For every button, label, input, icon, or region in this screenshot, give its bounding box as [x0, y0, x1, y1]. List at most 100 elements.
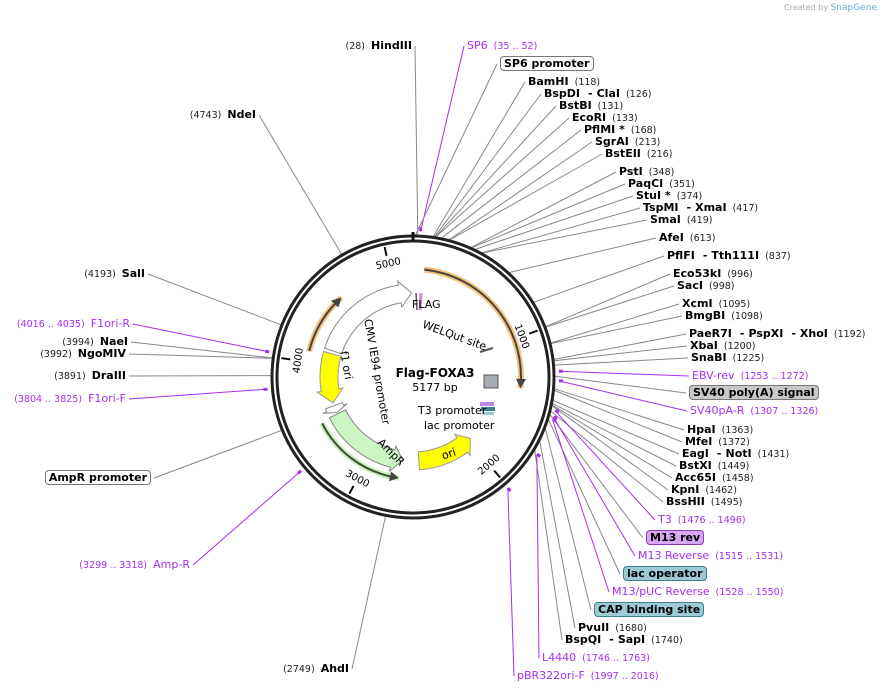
- feature-ampr[interactable]: [328, 409, 404, 473]
- enzyme-name: Acc65I: [675, 471, 716, 484]
- feature-ori[interactable]: [417, 433, 471, 471]
- tick-label: 4000: [291, 347, 305, 374]
- enzyme-site-label[interactable]: (28)HindIII: [340, 40, 412, 53]
- primer-label[interactable]: EBV-rev(1253 .. 1272): [692, 370, 814, 383]
- enzyme-site-label[interactable]: (3891)DraIII: [48, 370, 126, 383]
- feature-arc[interactable]: [308, 301, 337, 352]
- enzyme-site-label[interactable]: HpaI(1363): [687, 424, 759, 437]
- leader-line: [153, 429, 282, 479]
- enzyme-site-label[interactable]: PaeR7I-PspXI-XhoI(1192): [689, 328, 871, 341]
- separator: -: [716, 447, 722, 460]
- leader-line: [441, 129, 582, 239]
- primer-label[interactable]: (4016 .. 4035)F1ori-R: [11, 318, 130, 331]
- feature-arc[interactable]: [424, 268, 522, 381]
- site-location: (216): [646, 149, 673, 160]
- feature-label[interactable]: M13 rev: [646, 530, 705, 545]
- leader-line: [258, 114, 343, 255]
- feature-label-flag[interactable]: FLAG: [412, 298, 441, 311]
- features: [306, 266, 526, 482]
- enzyme-site-label[interactable]: MfeI(1372): [685, 436, 756, 449]
- enzyme-site-label[interactable]: BamHI(118): [528, 76, 606, 89]
- site-location: (1528 .. 1550): [715, 587, 784, 598]
- leader-line: [128, 388, 268, 400]
- separator: -: [609, 633, 614, 646]
- feature-arc[interactable]: [321, 422, 393, 478]
- enzyme-site-label[interactable]: (2749)AhdI: [277, 663, 349, 676]
- primer-label[interactable]: SV40pA-R(1307 .. 1326): [690, 405, 824, 418]
- leader-line: [554, 357, 689, 366]
- feature-small[interactable]: [479, 347, 494, 353]
- feature-label[interactable]: SP6 promoter: [500, 56, 594, 71]
- feature-cmv-promoter[interactable]: [323, 279, 413, 355]
- enzyme-site-label[interactable]: PvuII(1680): [578, 622, 653, 635]
- enzyme-site-label[interactable]: XcmI(1095): [682, 298, 756, 311]
- enzyme-site-label[interactable]: (3992)NgoMIV: [34, 348, 126, 361]
- feature-f1-ori[interactable]: [315, 350, 344, 404]
- enzyme-site-label[interactable]: (4193)SalI: [78, 268, 145, 281]
- feature-welqut[interactable]: [418, 292, 423, 311]
- site-location: (998): [708, 281, 735, 292]
- enzyme-site-label[interactable]: KpnI(1462): [671, 484, 743, 497]
- enzyme-site-label[interactable]: (3994)NaeI: [56, 336, 128, 349]
- enzyme-site-label[interactable]: PflFI-Tth111I(837): [667, 250, 797, 263]
- enzyme-site-label[interactable]: (4743)NdeI: [184, 109, 256, 122]
- enzyme-site-label[interactable]: StuI *(374): [636, 190, 708, 203]
- enzyme-site-label[interactable]: SacI(998): [677, 280, 741, 293]
- primer-label[interactable]: (3804 .. 3825)F1ori-F: [8, 393, 126, 406]
- tick-label: 2000: [476, 453, 502, 478]
- enzyme-site-label[interactable]: BstBI(131): [559, 100, 629, 113]
- feature-cap-site[interactable]: [482, 412, 494, 415]
- feature-m13-rev[interactable]: [480, 402, 494, 406]
- enzyme-site-label[interactable]: BmgBI(1098): [685, 310, 769, 323]
- enzyme-site-label[interactable]: EcoRI(133): [572, 112, 644, 125]
- primer-label[interactable]: SP6(35 .. 52): [467, 40, 543, 53]
- primer-mark: [552, 415, 558, 420]
- primer-label[interactable]: M13/pUC Reverse(1528 .. 1550): [612, 586, 789, 599]
- enzyme-site-label[interactable]: AfeI(613): [659, 232, 721, 245]
- enzyme-name: AfeI: [659, 231, 684, 244]
- enzyme-name: HpaI: [687, 423, 716, 436]
- leader-line: [536, 454, 540, 659]
- leader-line: [544, 428, 592, 611]
- enzyme-site-label[interactable]: PstI(348): [619, 166, 680, 179]
- enzyme-site-label[interactable]: BspQI-SapI(1740): [565, 634, 689, 647]
- enzyme-site-label[interactable]: PflMI *(168): [584, 124, 662, 137]
- enzyme-site-label[interactable]: XbaI(1200): [690, 340, 761, 353]
- primer-label[interactable]: pBR322ori-F(1997 .. 2016): [517, 670, 665, 683]
- leader-line: [130, 341, 273, 359]
- enzyme-site-label[interactable]: PaqCI(351): [628, 178, 701, 191]
- plasmid-name: Flag-FOXA3: [395, 366, 475, 380]
- feature-sv40-polya[interactable]: [483, 374, 499, 389]
- enzyme-name: MfeI: [685, 435, 713, 448]
- enzyme-name: SapI: [617, 633, 646, 646]
- feature-label-lac-promoter[interactable]: lac promoter: [424, 419, 495, 432]
- feature-label[interactable]: SV40 poly(A) signal: [689, 385, 819, 400]
- tick-mark: [383, 246, 388, 257]
- feature-flag[interactable]: [415, 292, 418, 311]
- feature-label[interactable]: lac operator: [623, 566, 707, 581]
- feature-label[interactable]: CAP binding site: [594, 602, 705, 617]
- enzyme-site-label[interactable]: SnaBI(1225): [691, 352, 770, 365]
- feature-label-t3-promoter[interactable]: T3 promoter: [418, 404, 487, 417]
- enzyme-site-label[interactable]: BstXI(1449): [679, 460, 755, 473]
- primer-label[interactable]: L4440(1746 .. 1763): [542, 652, 656, 665]
- primer-label[interactable]: (3299 .. 3318)Amp-R: [73, 559, 190, 572]
- enzyme-site-label[interactable]: BstEII(216): [605, 148, 678, 161]
- feature-lac-operator[interactable]: [481, 407, 495, 411]
- site-location: (1462): [705, 485, 737, 496]
- enzyme-site-label[interactable]: SgrAI(213): [595, 136, 666, 149]
- enzyme-site-label[interactable]: BssHII(1495): [666, 496, 748, 509]
- feature-ampr-promoter[interactable]: [322, 402, 348, 414]
- enzyme-site-label[interactable]: Acc65I (1458): [675, 472, 760, 485]
- enzyme-site-label[interactable]: SmaI(419): [650, 214, 718, 227]
- enzyme-site-label[interactable]: TspMI-XmaI(417): [643, 202, 764, 215]
- primer-label[interactable]: T3(1476 .. 1496): [658, 514, 752, 527]
- feature-label[interactable]: AmpR promoter: [44, 470, 151, 485]
- primer-label[interactable]: M13 Reverse(1515 .. 1531): [638, 550, 789, 563]
- enzyme-site-label[interactable]: BspDI-ClaI(126): [544, 88, 658, 101]
- enzyme-site-label[interactable]: Eco53kI(996): [673, 268, 759, 281]
- enzyme-name: NgoMIV: [77, 347, 126, 360]
- enzyme-site-label[interactable]: EagI-NotI(1431): [682, 448, 795, 461]
- site-location: (1458): [721, 473, 754, 484]
- leader-line: [475, 195, 634, 250]
